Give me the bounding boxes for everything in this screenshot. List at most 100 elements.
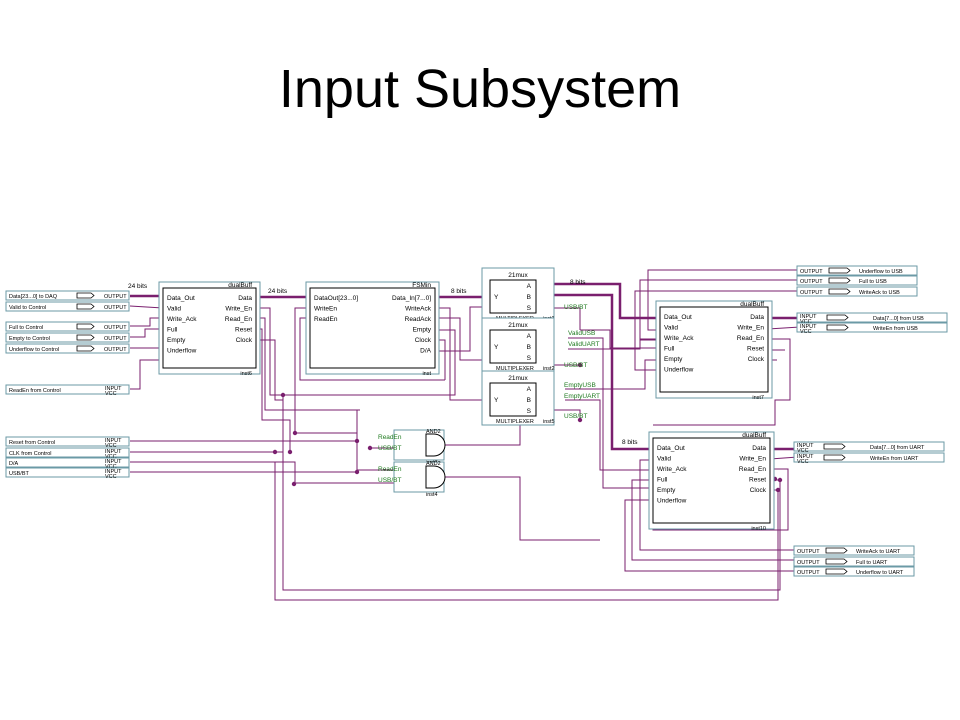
and-top-in1: USB/BT — [378, 445, 402, 452]
dualbuff-bottom-name: dualBuff — [742, 432, 766, 439]
right-bottom-port-box — [793, 556, 915, 567]
left-port-kind: OUTPUT — [104, 294, 127, 300]
wire — [631, 479, 794, 561]
pin-label: Reset — [235, 327, 252, 334]
pin-label: Clock — [748, 356, 765, 363]
wire — [435, 307, 490, 401]
right-top-port-box — [796, 265, 918, 276]
net-label: ValidUART — [568, 341, 600, 348]
parts-layer: dualBuffinst6Data_OutValidWrite_AckFullE… — [5, 265, 948, 577]
right-bottom-port-kind: OUTPUT — [797, 570, 820, 576]
right-bottom-port-arrow — [823, 454, 846, 461]
dualbuff-left-box — [162, 287, 257, 369]
pin-label: Data — [238, 295, 252, 302]
left-port-label: Valid to Control — [9, 305, 46, 311]
wire — [769, 456, 799, 460]
dualbuff-top-box — [659, 306, 769, 393]
bus-label: 24 bits — [268, 288, 288, 295]
pin-label: WriteAck — [405, 306, 432, 313]
pin-label: ReadAck — [405, 316, 432, 323]
right-top-port-box — [796, 312, 948, 323]
right-top-port-arrow — [828, 277, 851, 284]
right-top-port-arrow — [826, 314, 849, 321]
wire — [565, 359, 660, 390]
right-top-port-box — [796, 275, 918, 286]
mux3-name: 21mux — [508, 375, 528, 382]
wire — [274, 462, 779, 601]
right-top-port-kind: INPUT — [800, 314, 817, 320]
left-port-kind: OUTPUT — [104, 336, 127, 342]
wire — [634, 290, 797, 371]
dualbuff-bottom-box — [652, 437, 771, 524]
right-top-port-sub: VCC — [800, 329, 812, 335]
pin-label: Underflow — [664, 367, 694, 374]
left-port-box — [5, 321, 130, 332]
left-port-sub: VCC — [105, 391, 117, 397]
right-top-port-arrow — [828, 288, 851, 295]
mux1-out: Y — [494, 294, 499, 301]
wire — [435, 317, 490, 361]
and-top-body — [425, 433, 446, 457]
right-top-port-label: WriteEn from USB — [873, 326, 918, 332]
dualbuff-top-name: dualBuff — [740, 301, 764, 308]
wire — [130, 440, 358, 448]
dualbuff-left-inst: inst6 — [240, 371, 252, 377]
fsmin-box — [309, 287, 436, 369]
mux2-out: Y — [494, 344, 499, 351]
bus-mux-b — [550, 293, 653, 451]
right-bottom-port-kind: INPUT — [797, 443, 814, 449]
junction-dot — [287, 449, 293, 455]
net-label: USB/BT — [564, 304, 588, 311]
left-port-sub: VCC — [105, 464, 117, 470]
and-bottom-inst: inst4 — [426, 492, 438, 498]
mux3-inst: inst5 — [543, 419, 555, 425]
left-port-label: D/A — [9, 461, 19, 467]
mux3-pin: S — [527, 408, 532, 415]
right-bottom-port-label: WriteAck to UART — [856, 549, 901, 555]
pin-label: Empty — [167, 337, 186, 344]
pin-label: Data — [752, 445, 766, 452]
left-port-sub: VCC — [105, 454, 117, 460]
left-port-label: Reset from Control — [9, 440, 55, 446]
right-top-port-arrow — [826, 324, 849, 331]
right-bottom-port-label: Data[7...0] from UART — [870, 445, 925, 451]
right-top-port-kind: OUTPUT — [800, 279, 823, 285]
left-port-box — [5, 384, 130, 395]
slide-title: Input Subsystem — [278, 59, 682, 119]
right-bottom-port-label: Full to UART — [856, 560, 888, 566]
wire — [256, 307, 283, 396]
right-top-port-box — [796, 322, 948, 333]
wire — [256, 328, 291, 452]
left-port-label: Full to Control — [9, 325, 43, 331]
wire — [129, 305, 164, 309]
left-port-label: Data[23...0] to DAQ — [9, 294, 58, 300]
fsmin-inst: inst — [422, 371, 431, 377]
pin-label: Clock — [236, 337, 253, 344]
wires-layer — [129, 269, 801, 601]
left-port-box — [5, 467, 130, 478]
left-port-kind: INPUT — [105, 449, 122, 455]
left-port-label: Empty to Control — [9, 336, 50, 342]
right-top-port-label: WriteAck to USB — [859, 290, 900, 296]
pin-label: Reset — [749, 477, 766, 484]
wire — [639, 459, 794, 551]
left-port-label: ReadEn from Control — [9, 388, 61, 394]
left-port-box — [5, 290, 130, 301]
junction-dot — [777, 477, 783, 483]
mux2-pin: A — [527, 333, 532, 340]
right-top-port-label: Full to USB — [859, 279, 887, 285]
pin-label: Empty — [664, 356, 683, 363]
wire — [767, 326, 801, 330]
pin-label: Valid — [167, 306, 181, 313]
left-port-box — [5, 343, 130, 354]
pin-label: D/A — [420, 348, 432, 355]
wire — [130, 317, 163, 327]
pin-label: Clock — [750, 487, 767, 494]
pin-label: Write_Ack — [167, 316, 197, 323]
pin-label: Clock — [415, 337, 432, 344]
wire — [653, 338, 791, 426]
pin-label: Data_In[7...0] — [392, 295, 431, 302]
pin-label: Full — [664, 346, 675, 353]
mux3-pin: A — [527, 386, 532, 393]
